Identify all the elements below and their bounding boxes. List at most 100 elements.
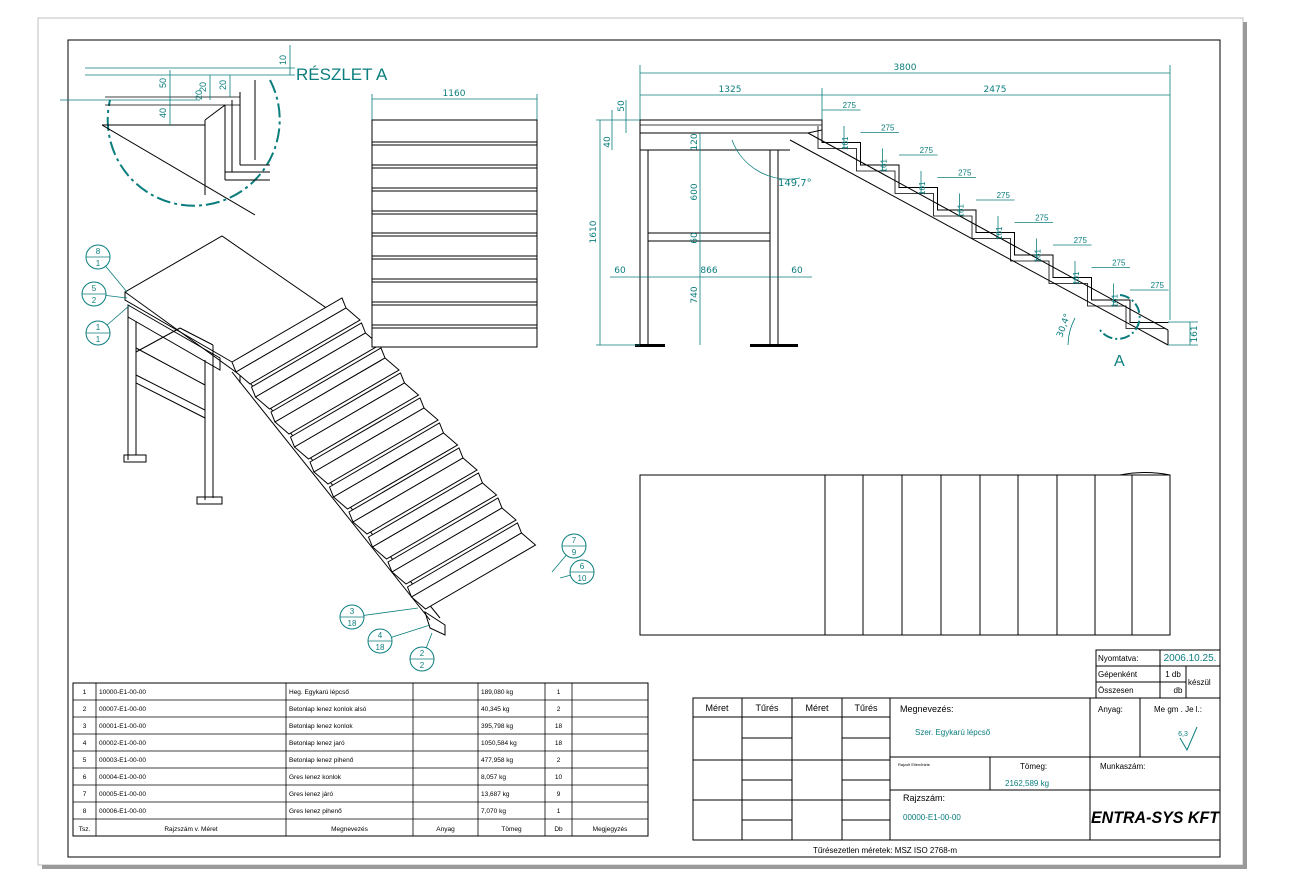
tb-osszesen-value: db — [1174, 686, 1183, 695]
step-going-dim: 275 — [843, 101, 857, 110]
bom-cell: Gres lenez konlok — [289, 774, 342, 781]
bom-cell: Betonlap lenez pihenő — [289, 757, 354, 764]
side-post-dim-1: 120 — [690, 133, 700, 150]
bom-cell: Betonlap lenez konlok — [289, 723, 353, 730]
bom-cell: 1 — [557, 808, 561, 815]
iso-step-tread — [274, 357, 400, 435]
side-bottom-dim-1: 60 — [614, 266, 626, 276]
bom-cell: 1 — [83, 689, 87, 696]
balloon-quantity: 2 — [92, 296, 97, 305]
iso-step-tread — [371, 482, 498, 560]
detail-dim-6: 40 — [158, 108, 168, 118]
tb-nyomtatva-value: 2006.10.25. — [1164, 653, 1217, 664]
bom-cell: 3 — [83, 723, 87, 730]
side-step-profile-inner — [817, 126, 1165, 329]
tb-munkaszam-label: Munkaszám: — [1100, 762, 1145, 771]
bom-cell: 00001-E1-00-00 — [99, 723, 146, 730]
iso-step-tread — [293, 382, 420, 460]
balloon-quantity: 9 — [572, 548, 577, 557]
bom-header: Tsz. — [79, 826, 91, 833]
bom-cell: 6 — [83, 774, 87, 781]
tb-gepenkent-label: Gépenként — [1098, 670, 1138, 679]
tb-company-logo: ENTRA-SYS KFT — [1091, 808, 1221, 827]
step-going-dim: 275 — [997, 191, 1011, 200]
bom-frame — [72, 682, 649, 837]
tb-col-meret-1: Méret — [705, 703, 729, 713]
side-angle-top: 149,7° — [778, 178, 812, 189]
tb-roughness: 6,3 — [1178, 731, 1188, 738]
side-bottom-rise: 161 — [1190, 325, 1200, 342]
iso-step-tread — [313, 407, 439, 485]
detail-title: RÉSZLET A — [296, 65, 388, 84]
bom-cell: 395,798 kg — [481, 723, 514, 730]
bom-cell: 18 — [555, 740, 563, 747]
tb-rajzolt-label: Rajzolt Ellenőrizte — [898, 762, 931, 767]
bom-cell: 7,070 kg — [481, 808, 506, 815]
tb-megjel-label: Me gm . Je l.: — [1154, 705, 1202, 714]
bom-cell: 7 — [83, 791, 87, 798]
iso-step-tread — [410, 532, 537, 610]
bom-cell: 5 — [83, 757, 87, 764]
bom-cell: 00007-E1-00-00 — [99, 706, 146, 713]
bom-cell: 18 — [555, 723, 563, 730]
step-going-dim: 275 — [920, 146, 934, 155]
bom-cell: 2 — [83, 706, 87, 713]
balloon-quantity: 18 — [348, 619, 357, 628]
bom-cell: Betonlap lenez konlok alsó — [289, 706, 367, 713]
bom-cell: 00002-E1-00-00 — [99, 740, 146, 747]
tb-footer: Tűrésezetlen méretek: MSZ ISO 2768-m — [813, 846, 957, 855]
bom-cell: Heg. Egykarú lépcső — [289, 689, 349, 696]
bom-cell: 2 — [557, 757, 561, 764]
bom-cell: Gres lenez pihenő — [289, 808, 342, 815]
balloon-item-number: 7 — [572, 536, 577, 545]
bom-cell: 40,345 kg — [481, 706, 510, 713]
side-overall-dim: 3800 — [894, 63, 917, 73]
detail-dim-5: 20 — [194, 90, 204, 100]
tb-col-tures-1: Tűrés — [755, 703, 779, 713]
step-going-dim: 275 — [958, 169, 972, 178]
title-block-text: Nyomtatva: 2006.10.25. Gépenként 1 db ké… — [705, 653, 1220, 855]
side-post-dim-3: 60 — [690, 232, 700, 244]
step-rise-dim: 161 — [1111, 294, 1120, 308]
tb-nyomtatva-label: Nyomtatva: — [1098, 654, 1138, 663]
tb-rajzszam-label: Rajzszám: — [903, 793, 945, 803]
tb-megnevezes-value: Szer. Egykarú lépcső — [915, 728, 991, 737]
bom-cell: 189,080 kg — [481, 689, 514, 696]
step-going-dim: 275 — [1074, 236, 1088, 245]
detail-dim-3: 20 — [198, 82, 208, 92]
tb-rajzszam-value: 00000-E1-00-00 — [903, 813, 961, 822]
tb-keszul-label: készül — [1188, 678, 1211, 687]
step-rise-dim: 161 — [841, 136, 850, 150]
bom-cell: 10000-E1-00-00 — [99, 689, 146, 696]
detail-a: 10 50 20 20 20 40 RÉSZLET A — [60, 45, 388, 216]
balloon-quantity: 1 — [96, 335, 101, 344]
detail-dim-2: 50 — [158, 78, 168, 88]
bom-cell: 4 — [83, 740, 87, 747]
bom-cell: 9 — [557, 791, 561, 798]
bom-cell: 00004-E1-00-00 — [99, 774, 146, 781]
step-rise-dim: 161 — [880, 159, 889, 173]
bom-header: Tömeg — [501, 826, 522, 833]
side-flight-dim: 2475 — [984, 85, 1007, 95]
step-rise-dim: 161 — [1034, 249, 1043, 263]
balloon-quantity: 10 — [578, 574, 587, 583]
bom-header: Rajzszám v. Méret — [164, 826, 218, 833]
bom-cell: Gres lenez járó — [289, 791, 333, 798]
balloon-item-number: 3 — [350, 607, 355, 616]
tb-megnevezes-label: Megnevezés: — [900, 704, 954, 714]
balloon-quantity: 2 — [420, 661, 425, 670]
bill-of-materials: 1 10000-E1-00-00 Heg. Egykarú lépcső 189,08… — [72, 682, 649, 837]
side-detail-label: A — [1114, 353, 1125, 370]
step-rise-dim: 161 — [1072, 271, 1081, 285]
side-landing-dim: 1325 — [719, 85, 742, 95]
balloon-quantity: 18 — [376, 643, 385, 652]
tb-anyag-label: Anyag: — [1098, 705, 1123, 714]
balloon-item-number: 5 — [92, 284, 97, 293]
balloon-item-number: 1 — [96, 323, 101, 332]
balloon-quantity: 1 — [96, 259, 101, 268]
bom-header: Megjegyzés — [593, 826, 628, 833]
step-going-dim: 275 — [1112, 259, 1126, 268]
top-view: 1160 — [371, 89, 538, 348]
bom-header: Db — [554, 826, 563, 833]
